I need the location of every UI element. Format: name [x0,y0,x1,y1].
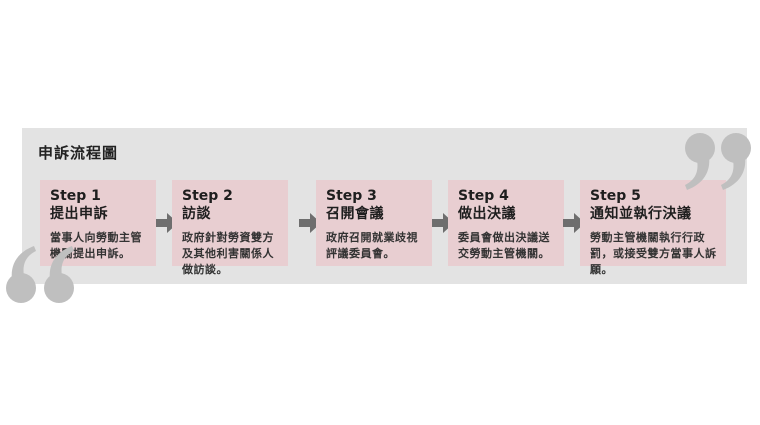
arrow-right-icon [563,213,585,233]
close-quote-icon [685,133,751,190]
step-number: Step 1 [50,188,101,204]
step-title: 提出申訴 [50,206,108,222]
step-title: 通知並執行決議 [590,206,692,222]
step-title: 召開會議 [326,206,384,222]
step-number: Step 2 [182,188,233,204]
step-1-card: Step 1 提出申訴 當事人向勞動主管機關提出申訴。 [40,180,156,266]
flow-panel: 申訴流程圖 Step 1 提出申訴 當事人向勞動主管機關提出申訴。 Step 2… [22,128,747,284]
arrow-right-icon [299,213,321,233]
step-number: Step 4 [458,188,509,204]
diagram-title: 申訴流程圖 [38,144,119,162]
step-description: 勞動主管機關執行行政罰，或接受雙方當事人訴願。 [590,231,717,276]
step-3-card: Step 3 召開會議 政府召開就業歧視評議委員會。 [316,180,432,266]
open-quote-icon [6,246,74,303]
step-number: Step 5 [590,188,641,204]
step-5-card: Step 5 通知並執行決議 勞動主管機關執行行政罰，或接受雙方當事人訴願。 [580,180,726,276]
step-description: 政府針對勞資雙方及其他利害關係人做訪談。 [182,231,274,276]
step-description: 委員會做出決議送交勞動主管機關。 [458,231,550,260]
step-title: 訪談 [182,206,211,222]
step-number: Step 3 [326,188,377,204]
step-4-card: Step 4 做出決議 委員會做出決議送交勞動主管機關。 [448,180,564,266]
step-title: 做出決議 [458,206,516,222]
step-description: 政府召開就業歧視評議委員會。 [326,231,418,260]
step-2-card: Step 2 訪談 政府針對勞資雙方及其他利害關係人做訪談。 [172,180,288,276]
